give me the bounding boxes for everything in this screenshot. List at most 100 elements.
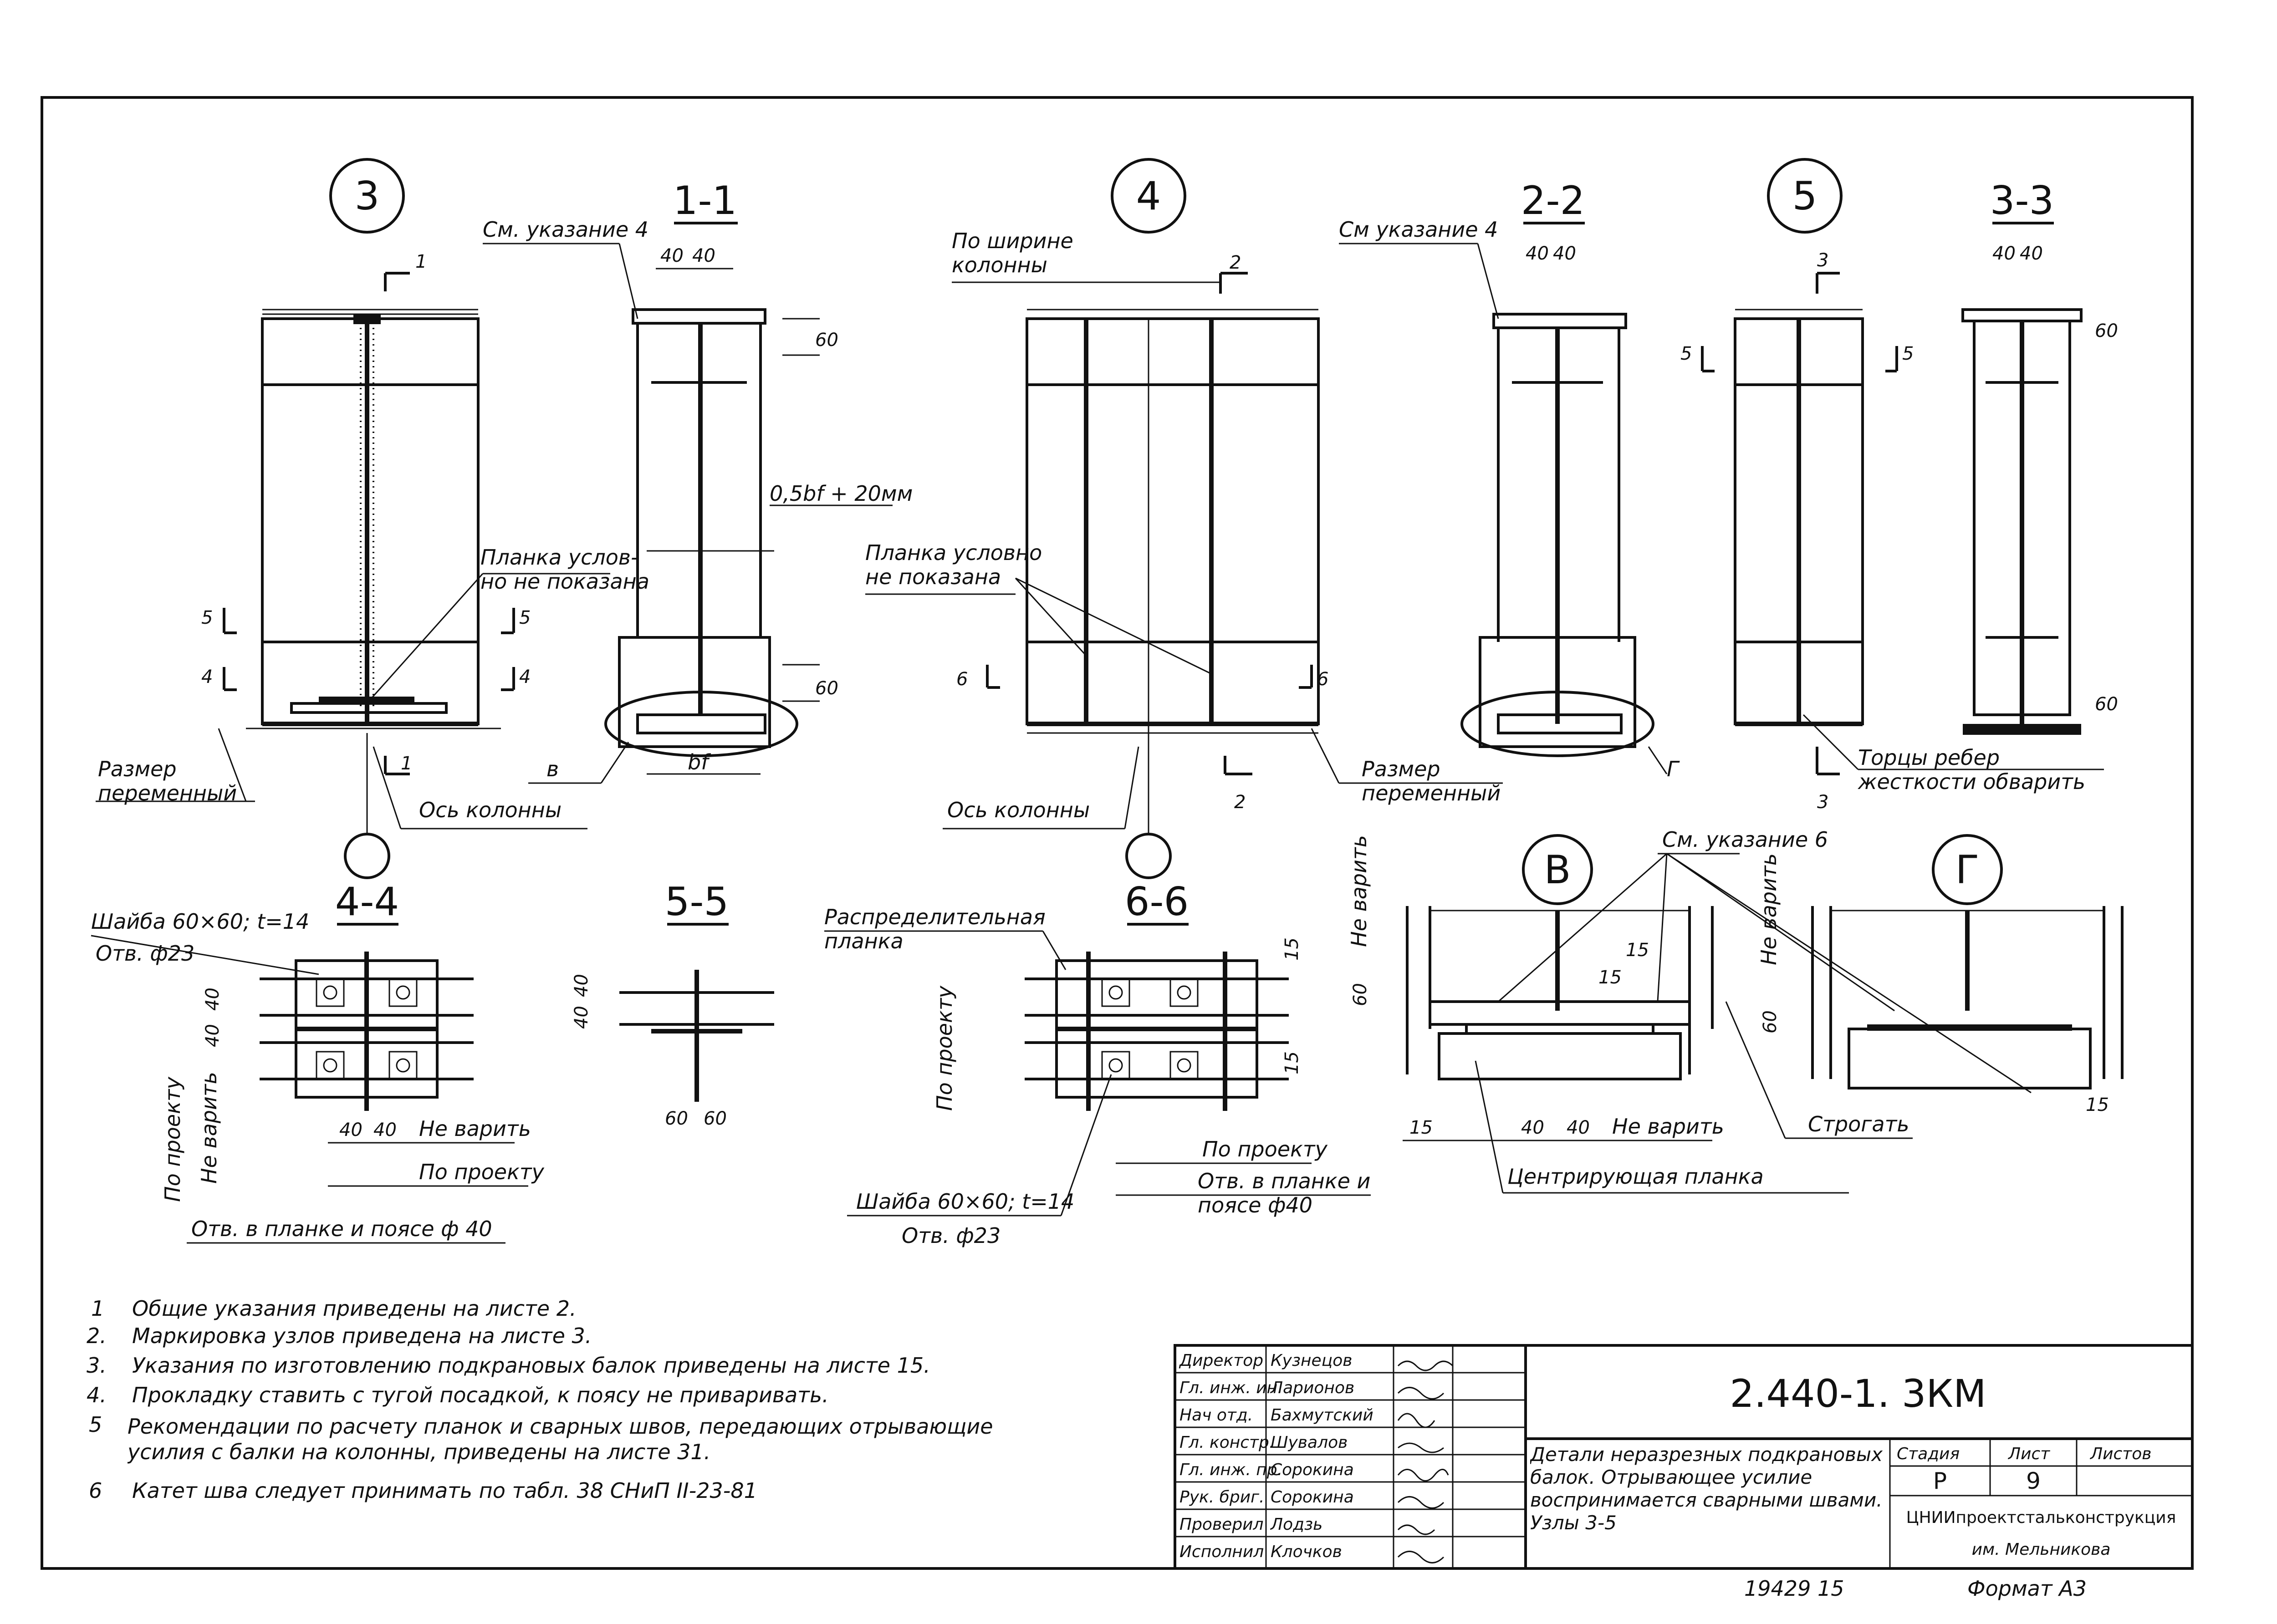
tb-role-1: Директор bbox=[1179, 1351, 1263, 1370]
dim-40-s11-a: 40 bbox=[660, 245, 684, 266]
section-2-2-title: 2-2 bbox=[1521, 178, 1585, 224]
node-4-label: 4 bbox=[1136, 173, 1161, 219]
tb-name-3: Бахмутский bbox=[1271, 1406, 1373, 1425]
tb-sheets-label: Листов bbox=[2089, 1445, 2151, 1463]
note-6: Катет шва следует принимать по табл. 38 … bbox=[132, 1478, 757, 1503]
dim-40-v-b: 40 bbox=[1567, 1117, 1590, 1138]
see-note-6: См. указание 6 bbox=[1662, 827, 1828, 852]
hole23-note-b: Отв. ф23 bbox=[902, 1223, 1001, 1248]
detail-g-ref: Г bbox=[1667, 757, 1680, 781]
column-axis-left: Ось колонны bbox=[419, 798, 562, 822]
tb-role-3: Нач отд. bbox=[1179, 1406, 1253, 1425]
tb-org1: ЦНИИпроектстальконструкция bbox=[1906, 1508, 2176, 1527]
by-project-vert-s66: По проекту bbox=[932, 985, 957, 1111]
dim-40-s22-b: 40 bbox=[1553, 243, 1576, 264]
detail-v: В См. указание 6 60 Не варить 15 15 15 4… bbox=[1347, 827, 2032, 1194]
plane-note: Строгать bbox=[1808, 1112, 1909, 1136]
tb-sheet-label: Лист bbox=[2007, 1445, 2050, 1463]
holes-40-s44: Отв. в планке и поясе ф 40 bbox=[191, 1217, 492, 1241]
section-4-4-title: 4-4 bbox=[335, 879, 399, 925]
tb-role-7: Проверил bbox=[1179, 1515, 1264, 1534]
dim-60-s11-bottom: 60 bbox=[815, 678, 838, 699]
tb-role-8: Исполнил bbox=[1179, 1543, 1264, 1561]
sheet-format: Формат А3 bbox=[1967, 1576, 2087, 1601]
dim-60-s33-bottom: 60 bbox=[2095, 694, 2118, 715]
tb-sheet: 9 bbox=[2026, 1468, 2041, 1494]
section-3-3-title: 3-3 bbox=[1990, 178, 2054, 224]
note-3: Указания по изготовлению подкрановых бал… bbox=[132, 1353, 930, 1378]
tb-name-5: Сорокина bbox=[1271, 1461, 1354, 1479]
no-weld-v: Не варить bbox=[1347, 835, 1371, 947]
tb-role-2: Гл. инж. ин. bbox=[1179, 1379, 1283, 1397]
plate-hidden-note-a: Планка услов-но не показана bbox=[480, 545, 649, 594]
section-1-1-title: 1-1 bbox=[673, 178, 737, 224]
detail-v-label: В bbox=[1544, 847, 1571, 893]
note-4: Прокладку ставить с тугой посадкой, к по… bbox=[132, 1383, 829, 1407]
cut-1-top: 1 bbox=[415, 251, 427, 272]
general-notes: 1 Общие указания приведены на листе 2. 2… bbox=[87, 1296, 993, 1503]
dim-60-s55-b: 60 bbox=[704, 1108, 727, 1129]
note-5: Рекомендации по расчету планок и сварных… bbox=[128, 1414, 993, 1464]
dim-40-s44-a: 40 bbox=[339, 1120, 362, 1140]
tb-name-8: Клочков bbox=[1271, 1543, 1342, 1561]
cut-3-top: 3 bbox=[1817, 250, 1828, 271]
dim-40-s44-b: 40 bbox=[373, 1120, 397, 1140]
title-block: Директор Кузнецов Гл. инж. ин. Ларионов … bbox=[1174, 1344, 2194, 1570]
dim-15-s66-a: 15 bbox=[1281, 937, 1302, 961]
dim-40-s44-c: 40 bbox=[202, 988, 223, 1011]
note-1: Общие указания приведены на листе 2. bbox=[132, 1296, 577, 1321]
cut-5-right: 5 bbox=[519, 607, 531, 628]
tb-name-7: Лодзь bbox=[1270, 1515, 1322, 1534]
note-1-num: 1 bbox=[91, 1296, 104, 1321]
dim-40-s55-b: 40 bbox=[571, 974, 592, 997]
cut-6-left: 6 bbox=[956, 669, 968, 690]
tb-stage-label: Стадия bbox=[1897, 1445, 1960, 1463]
by-project-vert: По проекту bbox=[160, 1076, 185, 1202]
detail-v-marker bbox=[1522, 834, 1593, 905]
washer-note-b: Шайба 60×60; t=14 bbox=[856, 1189, 1074, 1214]
cut-5-node5-right: 5 bbox=[1902, 343, 1914, 364]
cut-5-left: 5 bbox=[201, 607, 213, 628]
dim-40-v-a: 40 bbox=[1521, 1117, 1544, 1138]
half-bf-note: 0,5bf + 20мм bbox=[770, 481, 913, 506]
column-axis-right: Ось колонны bbox=[947, 798, 1090, 822]
dim-60-s11-top: 60 bbox=[815, 330, 838, 351]
section-5-5-title: 5-5 bbox=[665, 879, 729, 925]
note-5-num: 5 bbox=[89, 1412, 102, 1437]
dim-15-v-c: 15 bbox=[1409, 1117, 1433, 1138]
section-5-5: 5-5 40 40 60 60 bbox=[571, 879, 774, 1129]
node-3-view: 3 1 1 5 4 5 4 bbox=[96, 158, 649, 879]
note-3-num: 3. bbox=[87, 1353, 107, 1378]
see-note-4-a: См. указание 4 bbox=[483, 217, 648, 242]
tb-name-1: Кузнецов bbox=[1271, 1351, 1352, 1370]
sheet-frame bbox=[41, 96, 2194, 1570]
dim-60-s33-top: 60 bbox=[2095, 321, 2118, 341]
by-project-s66: По проекту bbox=[1202, 1137, 1328, 1161]
centering-plate-note: Центрирующая планка bbox=[1507, 1164, 1764, 1189]
dim-60-v: 60 bbox=[1350, 983, 1371, 1006]
dim-40-s44-d: 40 bbox=[202, 1024, 223, 1047]
dim-15-s66-b: 15 bbox=[1281, 1051, 1302, 1074]
section-1-1: 1-1 См. указание 4 60 60 40 40 0,5bf + 2… bbox=[483, 178, 913, 784]
inventory-number: 19429 15 bbox=[1744, 1576, 1844, 1601]
cut-6-right: 6 bbox=[1317, 669, 1328, 690]
dim-40-s33-a: 40 bbox=[1992, 243, 2016, 264]
detail-g-marker bbox=[1932, 834, 2003, 905]
note-2-num: 2. bbox=[87, 1324, 107, 1348]
dim-15-g: 15 bbox=[2086, 1095, 2109, 1115]
section-2-2: 2-2 См указание 4 40 40 Г bbox=[1339, 178, 1680, 781]
dim-15-v-a: 15 bbox=[1626, 940, 1649, 961]
no-weld-vert: Не варить bbox=[197, 1072, 221, 1184]
tb-org2: им. Мельникова bbox=[1972, 1540, 2111, 1559]
dim-60-g: 60 bbox=[1760, 1010, 1781, 1033]
dim-15-v-b: 15 bbox=[1598, 967, 1622, 988]
dim-40-s55-a: 40 bbox=[571, 1006, 592, 1029]
